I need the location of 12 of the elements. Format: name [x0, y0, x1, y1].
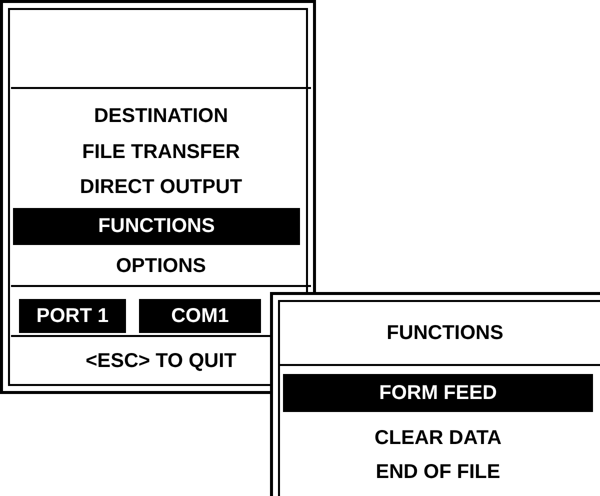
- menu-item: OPTIONS: [11, 249, 311, 283]
- menu-item: DESTINATION: [11, 99, 311, 133]
- menu-item: FILE TRANSFER: [11, 135, 311, 169]
- menu-item: CLEAR DATA: [283, 421, 593, 455]
- menu-window: [0, 0, 316, 394]
- port-value: COM1: [139, 299, 261, 333]
- selected-menu-item: FORM FEED: [283, 374, 593, 412]
- selected-menu-item: FUNCTIONS: [13, 208, 300, 245]
- popup-menu: [270, 292, 600, 496]
- menu-item: DIRECT OUTPUT: [11, 170, 311, 204]
- port-label: PORT 1: [19, 299, 126, 333]
- menu-item: END OF FILE: [283, 455, 593, 489]
